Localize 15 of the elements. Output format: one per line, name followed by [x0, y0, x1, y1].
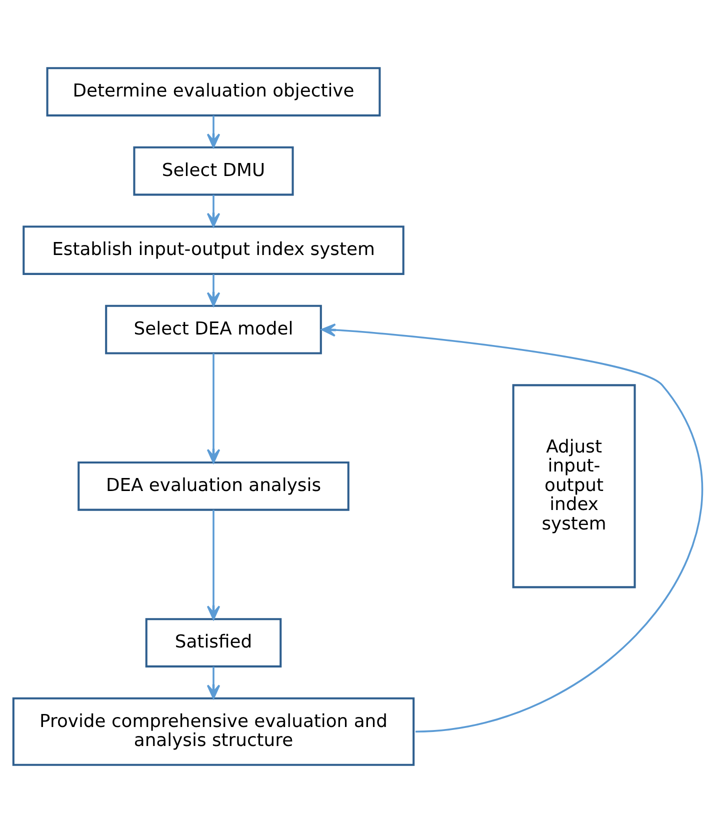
node-box: Select DEA model: [105, 304, 322, 354]
node-box: Satisfied: [145, 618, 282, 668]
arrow: [206, 353, 220, 464]
arrow: [206, 666, 220, 699]
arrow: [206, 510, 220, 620]
node-box: DEA evaluation analysis: [78, 462, 350, 511]
arrow: [206, 194, 220, 228]
node-box: Select DMU: [133, 146, 294, 196]
arrow: [206, 274, 220, 306]
node-box: Provide comprehensive evaluation and analysis structure: [12, 697, 415, 766]
node-box: Establish input-output index system: [22, 226, 404, 275]
arrow: [321, 323, 702, 733]
node-box: Determine evaluation objective: [46, 67, 381, 116]
node-box: Adjust input-output index system: [512, 384, 636, 588]
arrow: [206, 116, 220, 148]
